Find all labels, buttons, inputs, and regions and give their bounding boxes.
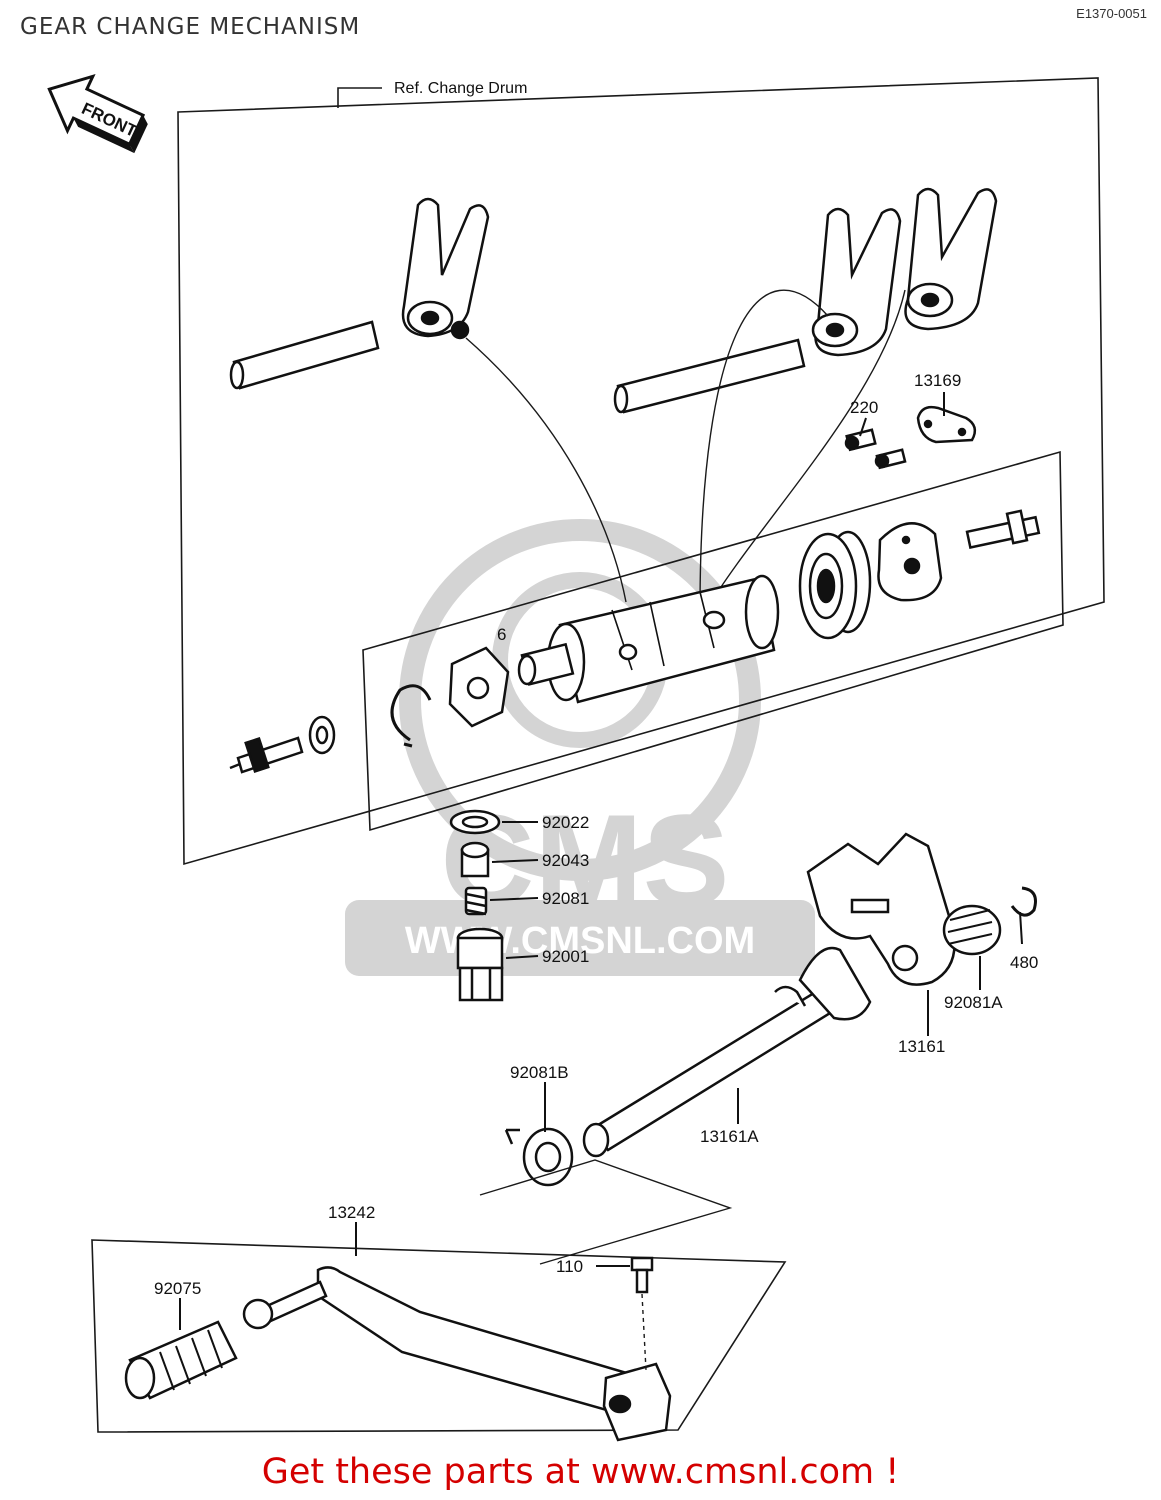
drum-circlip	[390, 684, 432, 748]
shaft-connector-line	[479, 1159, 733, 1265]
pin-92043	[460, 841, 490, 878]
part-label-13169: 13169	[914, 371, 961, 390]
part-labels: 92022 92043 92081 92001 13169 220 6 480 …	[154, 371, 1038, 1330]
footer-link[interactable]: Get these parts at www.cmsnl.com !	[261, 1452, 900, 1492]
drum-pin-plate	[448, 646, 510, 728]
shift-fork-center	[811, 207, 902, 357]
washer-92022	[449, 809, 501, 835]
part-label-92075: 92075	[154, 1279, 201, 1298]
shift-shaft-13161A	[582, 946, 872, 1158]
plate-13169	[916, 405, 977, 444]
neutral-switch	[229, 736, 304, 774]
part-label-13161: 13161	[898, 1037, 945, 1056]
drum-washer	[308, 715, 336, 755]
drum-cam-plate	[877, 522, 943, 602]
shift-pedal-13242	[242, 1266, 672, 1442]
part-label-6: 6	[497, 625, 506, 644]
part-label-13242: 13242	[328, 1203, 375, 1222]
screw-220	[844, 428, 907, 470]
ref-change-drum-label: Ref. Change Drum	[394, 80, 527, 97]
part-label-92001: 92001	[542, 947, 589, 966]
part-label-92043: 92043	[542, 851, 589, 870]
bolt-110	[630, 1256, 654, 1294]
part-label-13161A: 13161A	[700, 1127, 759, 1146]
part-label-92081: 92081	[542, 889, 589, 908]
shift-fork-left	[401, 197, 490, 340]
watermark-logo-circle	[399, 519, 761, 881]
shift-rod-left	[232, 320, 380, 390]
fork-guide-lines	[465, 289, 906, 613]
change-drum	[517, 574, 780, 704]
plug-92001	[456, 927, 504, 1002]
page-title: GEAR CHANGE MECHANISM	[20, 14, 361, 40]
shift-fork-shafts	[229, 320, 806, 414]
part-label-110: 110	[556, 1257, 583, 1276]
part-label-92081B: 92081B	[510, 1063, 569, 1082]
drawing-code: E1370-0051	[1076, 6, 1147, 21]
spring-92081A	[942, 904, 1002, 956]
part-label-220: 220	[850, 398, 878, 417]
shift-rod-right	[616, 338, 806, 414]
ref-change-drum-box	[177, 77, 1105, 866]
part-label-480: 480	[1010, 953, 1038, 972]
drum-plate	[362, 450, 1064, 832]
part-label-92022: 92022	[542, 813, 589, 832]
drum-stud	[965, 509, 1041, 549]
bolt-110-guide	[641, 1293, 647, 1371]
shift-fork-right	[904, 187, 998, 331]
drum-bearing	[798, 530, 872, 640]
pedal-rubber-92075	[124, 1320, 238, 1400]
front-arrow-icon: FRONT	[47, 73, 148, 154]
circlip-480	[1010, 886, 1037, 917]
part-label-92081A: 92081A	[944, 993, 1003, 1012]
spring-92081	[464, 886, 488, 916]
pedal-box	[91, 1239, 787, 1433]
